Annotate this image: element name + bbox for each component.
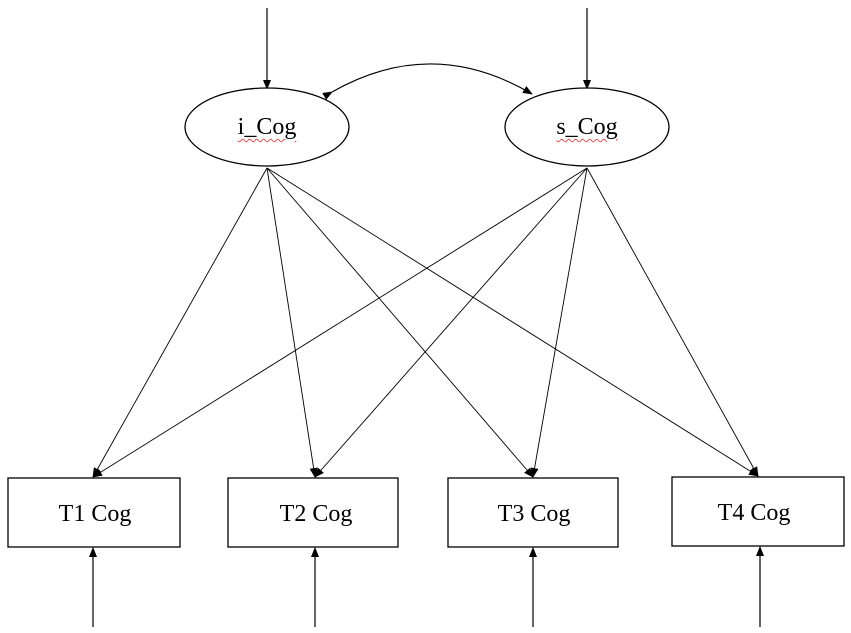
observed-box-t2 xyxy=(227,477,399,548)
observed-label-t3: T3 Cog xyxy=(497,501,571,527)
latent-ellipse-s-cog xyxy=(504,87,670,167)
observed-label-t2: T2 Cog xyxy=(279,501,353,527)
loading-path-i-to-t2 xyxy=(266,167,318,478)
loading-path-i-to-t1 xyxy=(92,167,268,478)
observed-label-t1: T1 Cog xyxy=(58,501,132,527)
observed-label-t4: T4 Cog xyxy=(717,500,791,526)
loading-path-s-to-t2 xyxy=(314,167,588,478)
loading-paths xyxy=(92,167,759,478)
loading-path-i-to-t3 xyxy=(266,167,534,478)
latent-ellipse-i-cog xyxy=(184,87,350,167)
observed-box-t1 xyxy=(7,477,181,548)
loading-path-i-to-t4 xyxy=(266,167,759,477)
loading-path-s-to-t4 xyxy=(586,167,759,477)
latent-label-i-cog: i_Cog xyxy=(237,114,297,140)
loading-path-s-to-t1 xyxy=(92,167,588,478)
observed-box-t4 xyxy=(671,476,845,547)
latent-label-s-cog: s_Cog xyxy=(556,114,618,140)
covariance-arc xyxy=(322,63,533,100)
loading-path-s-to-t3 xyxy=(530,167,588,478)
